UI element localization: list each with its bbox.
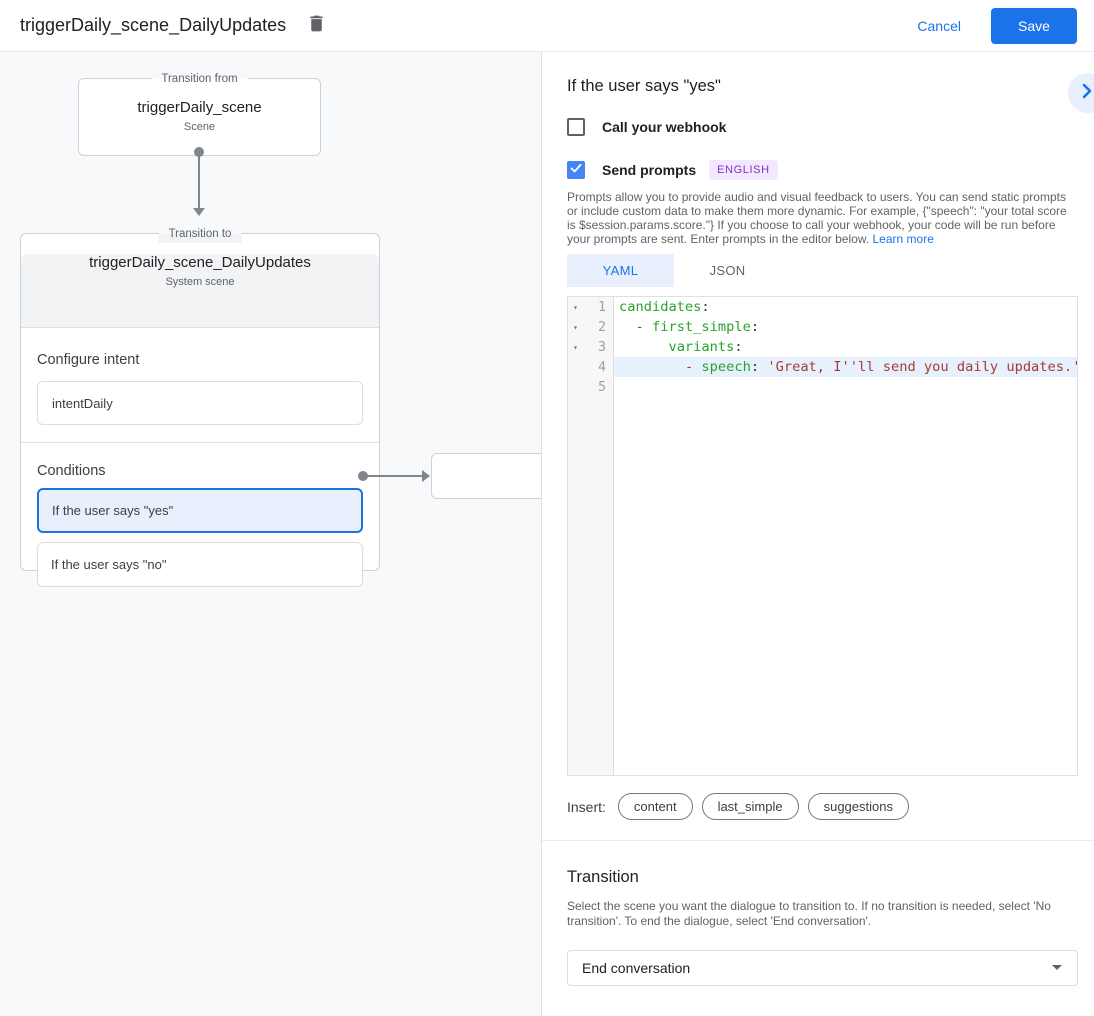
tab-json[interactable]: JSON xyxy=(709,263,746,278)
condition-label: If the user says "no" xyxy=(51,557,167,572)
insert-suggestions-chip[interactable]: suggestions xyxy=(807,793,909,820)
delete-scene-button[interactable] xyxy=(302,12,330,40)
code-line-2[interactable]: - first_simple: xyxy=(635,319,760,335)
transition-to-node: Transition to triggerDaily_scene_DailyUp… xyxy=(20,225,380,587)
cancel-button[interactable]: Cancel xyxy=(917,17,961,34)
conditions-heading: Conditions xyxy=(37,463,106,479)
to-scene-type: System scene xyxy=(165,276,235,288)
dropdown-arrow-icon xyxy=(1045,955,1069,982)
code-line-1[interactable]: candidates: xyxy=(619,299,710,315)
transition-heading: Transition xyxy=(567,868,639,886)
transition-from-node[interactable]: Transition from triggerDaily_scene Scene xyxy=(78,70,321,156)
transition-to-legend: Transition to xyxy=(158,225,242,243)
condition-connector-line xyxy=(366,475,423,477)
condition-connector-arrowhead xyxy=(422,470,430,482)
insert-row: Insert: content last_simple suggestions xyxy=(567,793,1078,820)
connector-arrowhead xyxy=(193,208,205,216)
insert-last-simple-chip[interactable]: last_simple xyxy=(701,793,799,820)
condition-target-node[interactable] xyxy=(431,453,541,499)
transition-description: Select the scene you want the dialogue t… xyxy=(567,899,1051,928)
send-prompts-label: Send prompts xyxy=(602,162,697,178)
save-button[interactable]: Save xyxy=(991,7,1077,44)
from-scene-name: triggerDaily_scene xyxy=(137,99,262,116)
prompts-description-text: Prompts allow you to provide audio and v… xyxy=(567,190,1067,246)
intent-name: intentDaily xyxy=(52,395,113,411)
condition-detail-panel: If the user says "yes" Call your webhook… xyxy=(541,52,1094,1016)
condition-connector-dot xyxy=(358,471,368,481)
intent-item[interactable]: intentDaily xyxy=(37,381,363,425)
code-line-4[interactable]: - speech: 'Great, I''ll send you daily u… xyxy=(614,357,1077,377)
to-scene-name: triggerDaily_scene_DailyUpdates xyxy=(89,254,311,271)
call-webhook-label: Call your webhook xyxy=(602,119,727,135)
insert-content-chip[interactable]: content xyxy=(617,793,693,820)
trash-icon xyxy=(306,13,327,39)
condition-label: If the user says "yes" xyxy=(52,503,174,518)
call-webhook-checkbox[interactable] xyxy=(567,118,585,136)
editor-format-tabs: YAML JSON xyxy=(567,254,1078,287)
insert-label: Insert: xyxy=(567,798,606,815)
send-prompts-checkbox[interactable] xyxy=(567,161,585,179)
panel-title: If the user says "yes" xyxy=(567,77,721,95)
code-line-3[interactable]: variants: xyxy=(668,339,743,355)
scene-diagram-canvas: Transition from triggerDaily_scene Scene… xyxy=(0,52,541,1016)
configure-intent-heading: Configure intent xyxy=(37,352,140,368)
learn-more-link[interactable]: Learn more xyxy=(872,232,934,246)
send-prompts-row: Send prompts ENGLISH xyxy=(567,160,1078,180)
editor-code[interactable]: candidates: - first_simple: variants: - … xyxy=(614,297,1077,775)
tab-yaml[interactable]: YAML xyxy=(567,254,674,287)
to-scene-header: triggerDaily_scene_DailyUpdates System s… xyxy=(21,254,379,328)
transition-from-legend: Transition from xyxy=(151,70,248,88)
transition-dropdown[interactable]: End conversation xyxy=(567,950,1078,986)
page-title: triggerDaily_scene_DailyUpdates xyxy=(20,15,287,35)
checkmark-icon xyxy=(569,161,583,180)
top-bar: triggerDaily_scene_DailyUpdates Cancel S… xyxy=(0,0,1094,52)
section-divider xyxy=(21,442,379,443)
collapse-panel-button[interactable] xyxy=(1068,73,1094,113)
prompts-description: Prompts allow you to provide audio and v… xyxy=(567,190,1078,246)
webhook-row: Call your webhook xyxy=(567,118,1078,136)
chevron-right-icon xyxy=(1075,79,1094,108)
condition-item-yes[interactable]: If the user says "yes" xyxy=(37,488,363,533)
code-line-5[interactable] xyxy=(614,377,1077,397)
condition-item-no[interactable]: If the user says "no" xyxy=(37,542,363,587)
transition-dropdown-value: End conversation xyxy=(582,960,691,976)
from-scene-type: Scene xyxy=(183,121,216,133)
connector-dot xyxy=(194,147,204,157)
connector-line xyxy=(198,154,200,208)
language-badge: ENGLISH xyxy=(709,160,778,180)
panel-divider xyxy=(542,840,1094,841)
